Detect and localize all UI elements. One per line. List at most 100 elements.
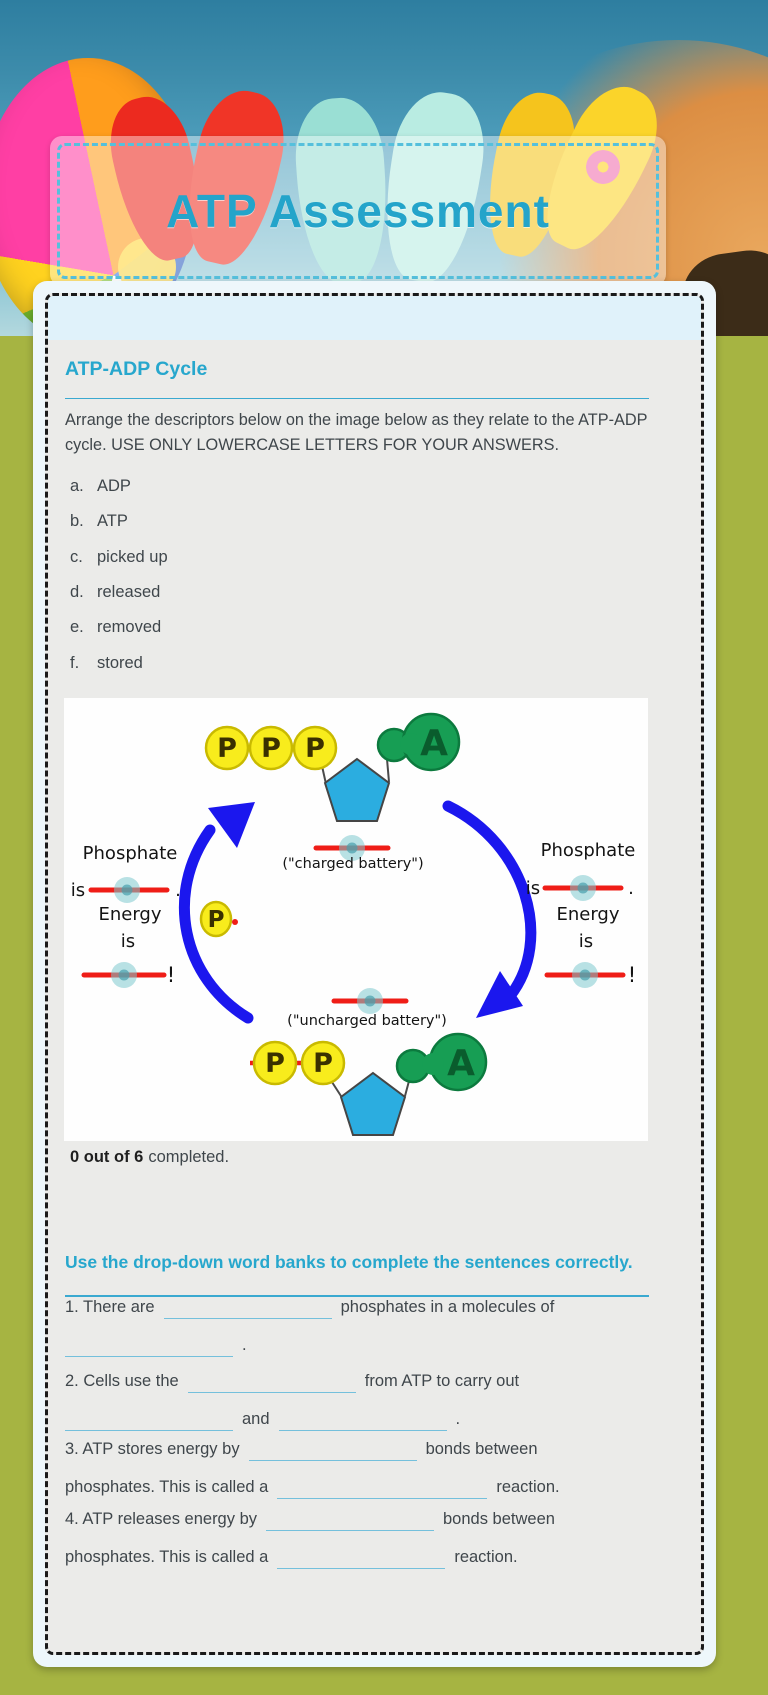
heading-divider bbox=[65, 1295, 649, 1297]
q4-text: bonds between bbox=[443, 1510, 555, 1528]
period-right: . bbox=[628, 878, 634, 899]
list-item-label: picked up bbox=[97, 548, 168, 566]
list-item-label: ADP bbox=[97, 477, 131, 495]
question-3: 3. ATP stores energy by bonds between pho… bbox=[65, 1430, 665, 1506]
phosphate-letter: P bbox=[265, 1048, 285, 1079]
list-item: d. released bbox=[70, 583, 160, 602]
drop-zone-phosphate-left[interactable] bbox=[114, 877, 140, 903]
page-title: ATP Assessment bbox=[166, 185, 550, 237]
is-word-right-2: is bbox=[579, 931, 593, 952]
phosphate-letter: P bbox=[305, 733, 325, 764]
cycle-arrow-down-head bbox=[476, 971, 523, 1018]
q2-text: from ATP to carry out bbox=[364, 1372, 520, 1390]
q3-text: reaction. bbox=[496, 1478, 560, 1496]
q1-dropdown-1[interactable] bbox=[163, 1294, 332, 1319]
drop-zone-phosphate-right[interactable] bbox=[570, 875, 596, 901]
instructions-text: Arrange the descriptors below on the ima… bbox=[65, 411, 648, 454]
free-phosphate-bond-stub bbox=[232, 919, 238, 925]
list-item-letter: f. bbox=[70, 654, 80, 672]
list-item-letter: c. bbox=[70, 548, 83, 566]
q4-text: reaction. bbox=[454, 1548, 518, 1566]
phosphate-circle bbox=[292, 725, 338, 771]
q3-dropdown-2[interactable] bbox=[277, 1474, 488, 1499]
q2-dropdown-1[interactable] bbox=[187, 1368, 356, 1393]
uncharged-battery-caption: ("uncharged battery") bbox=[287, 1013, 447, 1029]
list-item: c. picked up bbox=[70, 548, 168, 567]
free-phosphate-letter: P bbox=[208, 907, 225, 933]
q1-dropdown-2[interactable] bbox=[65, 1332, 233, 1357]
q1-text: phosphates in a molecules of bbox=[340, 1298, 555, 1316]
flower-decoration bbox=[586, 150, 620, 184]
adenine-bond bbox=[386, 758, 390, 783]
charged-battery-caption: ("charged battery") bbox=[282, 856, 423, 872]
energy-word-right: Energy bbox=[556, 904, 619, 925]
q1-text: 1. There are bbox=[65, 1298, 155, 1316]
q4-dropdown-1[interactable] bbox=[266, 1506, 434, 1531]
cycle-arrow-up-head bbox=[208, 802, 255, 848]
q2-dropdown-2[interactable] bbox=[65, 1406, 233, 1431]
energy-word-left: Energy bbox=[98, 904, 161, 925]
cycle-diagram-image: P P P A ("charged battery") Phosphate is… bbox=[64, 698, 648, 1141]
list-item-label: released bbox=[97, 583, 161, 601]
q3-text: phosphates. This is called a bbox=[65, 1478, 269, 1496]
phosphate-circle bbox=[300, 1040, 346, 1086]
card-top-band bbox=[48, 296, 701, 340]
section-heading-atp-adp-cycle: ATP-ADP Cycle bbox=[65, 358, 208, 380]
question-1: 1. There are phosphates in a molecules of… bbox=[65, 1288, 665, 1364]
list-item-label: stored bbox=[97, 654, 143, 672]
list-item-letter: a. bbox=[70, 477, 84, 495]
q4-dropdown-2[interactable] bbox=[277, 1544, 446, 1569]
q3-text: 3. ATP stores energy by bbox=[65, 1440, 240, 1458]
drop-zone-energy-right[interactable] bbox=[572, 962, 598, 988]
ribose-bond bbox=[321, 765, 327, 785]
question-4: 4. ATP releases energy by bonds between p… bbox=[65, 1500, 665, 1576]
q3-dropdown-1[interactable] bbox=[248, 1436, 417, 1461]
adenine-letter: A bbox=[447, 1043, 475, 1084]
section-heading-dropdowns: Use the drop-down word banks to complete… bbox=[65, 1252, 633, 1272]
worksheet-card: ATP-ADP Cycle Arrange the descriptors be… bbox=[33, 281, 716, 1667]
phosphate-letter: P bbox=[313, 1048, 333, 1079]
q2-dropdown-3[interactable] bbox=[278, 1406, 447, 1431]
adenine-blob-patch bbox=[400, 733, 422, 755]
list-item-label: removed bbox=[97, 618, 162, 636]
drop-zone-charged-battery[interactable] bbox=[339, 835, 365, 861]
cycle-diagram-svg: P P P A ("charged battery") Phosphate is… bbox=[71, 712, 636, 1136]
is-word-left-2: is bbox=[121, 931, 135, 952]
list-item: a. ADP bbox=[70, 477, 131, 496]
drop-zone-uncharged-battery[interactable] bbox=[357, 988, 383, 1014]
is-word-right: is bbox=[526, 878, 540, 899]
phosphate-circle bbox=[252, 1040, 298, 1086]
ribose-pentagon bbox=[323, 757, 391, 822]
exclamation-left: ! bbox=[167, 963, 175, 987]
adenine-bond bbox=[404, 1080, 410, 1097]
phosphate-letter: P bbox=[261, 733, 281, 764]
list-item: f. stored bbox=[70, 654, 143, 673]
q2-text: and bbox=[242, 1410, 270, 1428]
phosphate-circle bbox=[204, 725, 250, 771]
q4-text: phosphates. This is called a bbox=[65, 1548, 269, 1566]
list-item-letter: d. bbox=[70, 583, 84, 601]
q3-text: bonds between bbox=[425, 1440, 538, 1458]
list-item-letter: b. bbox=[70, 512, 84, 530]
phosphate-circle bbox=[248, 725, 294, 771]
list-item: e. removed bbox=[70, 618, 161, 637]
title-card: ATP Assessment bbox=[50, 136, 666, 286]
drop-zone-energy-left[interactable] bbox=[111, 962, 137, 988]
list-item-label: ATP bbox=[97, 512, 128, 530]
cycle-arrow-down bbox=[442, 800, 537, 1002]
list-item-letter: e. bbox=[70, 618, 84, 636]
phosphate-letter: P bbox=[217, 733, 237, 764]
adenine-blob-patch bbox=[422, 1053, 444, 1075]
title-card-dashed-border: ATP Assessment bbox=[57, 143, 659, 279]
adenine-letter: A bbox=[420, 723, 448, 764]
phosphate-word-left: Phosphate bbox=[83, 843, 178, 864]
phosphate-word-right: Phosphate bbox=[541, 840, 636, 861]
q2-text: . bbox=[455, 1410, 461, 1428]
exclamation-right: ! bbox=[628, 963, 636, 987]
worksheet-dashed-border: ATP-ADP Cycle Arrange the descriptors be… bbox=[45, 293, 704, 1655]
q1-text: . bbox=[242, 1336, 247, 1354]
free-phosphate-circle bbox=[199, 900, 233, 938]
progress-count: 0 out of 6 bbox=[70, 1148, 144, 1166]
q4-text: 4. ATP releases energy by bbox=[65, 1510, 257, 1528]
